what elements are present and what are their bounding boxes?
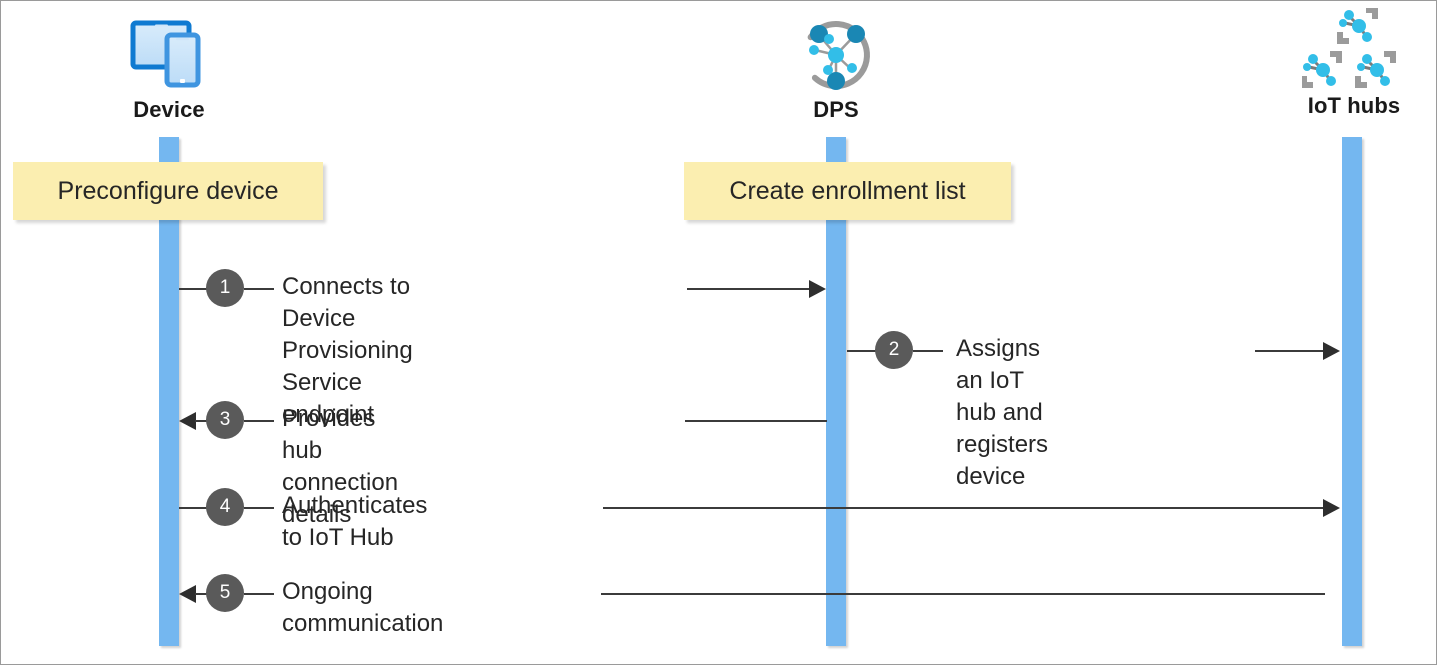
dps-network-ring-icon — [726, 15, 946, 95]
message-5-number: 5 — [219, 582, 231, 603]
message-1-arrowhead-icon — [809, 280, 826, 298]
message-3-line-right — [685, 420, 827, 422]
lifeline-dps — [826, 137, 846, 646]
message-2-text: Assigns an IoT hub and registers device — [956, 335, 1049, 490]
message-5-line-mid — [244, 593, 274, 595]
lifeline-iothubs — [1342, 137, 1362, 646]
message-3-badge: 3 — [206, 401, 244, 439]
note-text-device: Preconfigure device — [57, 176, 279, 205]
message-2-line-mid — [913, 350, 943, 352]
message-1-line-right — [687, 288, 811, 290]
message-4-badge: 4 — [206, 488, 244, 526]
message-4-line-left — [179, 507, 209, 509]
message-1-number: 1 — [219, 277, 231, 298]
message-5-badge: 5 — [206, 574, 244, 612]
lifeline-device — [159, 137, 179, 646]
device-tablet-phone-icon — [59, 15, 279, 95]
message-1-text: Connects to Device Provisioning Service … — [282, 273, 413, 428]
message-1-line-mid — [244, 288, 274, 290]
actor-label-dps: DPS — [813, 97, 859, 122]
note-create-enrollment-list: Create enrollment list — [684, 162, 1011, 220]
message-1-badge: 1 — [206, 269, 244, 307]
message-2-line-right — [1255, 350, 1325, 352]
message-5-line-left — [195, 593, 209, 595]
actor-device: Device — [59, 15, 279, 123]
message-2-number: 2 — [888, 339, 900, 360]
message-3-text: Provides hub connection details — [282, 405, 399, 528]
note-preconfigure-device: Preconfigure device — [13, 162, 323, 220]
message-2-line-left — [847, 350, 877, 352]
message-2-badge: 2 — [875, 331, 913, 369]
actor-label-iothubs: IoT hubs — [1307, 93, 1401, 118]
note-text-dps: Create enrollment list — [729, 176, 966, 205]
message-5-line-right — [601, 593, 1325, 595]
message-5-arrowhead-icon — [179, 585, 196, 603]
actor-label-device: Device — [133, 97, 205, 122]
message-3-number: 3 — [219, 409, 231, 430]
message-4-line-right — [603, 507, 1325, 509]
message-3-line-mid — [244, 420, 274, 422]
message-4-number: 4 — [219, 496, 231, 517]
message-5-text: Ongoing communication — [282, 578, 444, 637]
message-3-line-left — [195, 420, 209, 422]
message-2-arrowhead-icon — [1323, 342, 1340, 360]
message-4-text: Authenticates to IoT Hub — [282, 492, 428, 551]
message-4-arrowhead-icon — [1323, 499, 1340, 517]
message-3-arrowhead-icon — [179, 412, 196, 430]
message-4-line-mid — [244, 507, 274, 509]
actor-dps: DPS — [726, 15, 946, 123]
actor-iothubs: IoT hubs — [1244, 8, 1436, 119]
iot-hubs-icon — [1244, 8, 1436, 91]
message-1-line-left — [179, 288, 209, 290]
